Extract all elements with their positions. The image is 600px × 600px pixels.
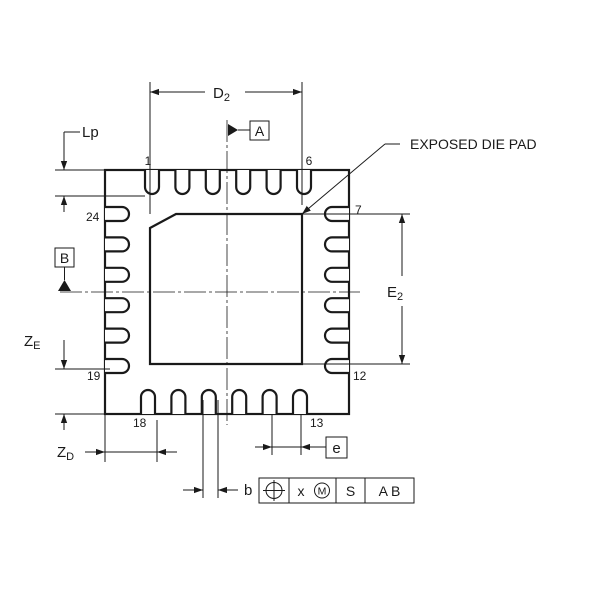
tolerance-frame: x M S A B <box>258 477 415 504</box>
datum-b-label: B <box>60 250 69 266</box>
pin-18-label: 18 <box>133 416 147 430</box>
lp-label: Lp <box>82 124 99 141</box>
lead-pin-21 <box>105 297 131 314</box>
tolerance-ab: A B <box>379 483 401 499</box>
pin-24-label: 24 <box>86 210 100 224</box>
lead-pin-15 <box>231 388 248 414</box>
ze-dimension: ZE <box>24 333 110 430</box>
svg-text:ZD: ZD <box>57 444 74 463</box>
svg-text:D2: D2 <box>213 85 230 104</box>
d2-label: D <box>213 85 224 102</box>
e-pitch-dimension: e <box>255 414 348 459</box>
lead-pin-16 <box>200 388 217 414</box>
datum-b-marker: B <box>54 247 75 291</box>
lead-pin-22 <box>105 266 131 283</box>
e2-subscript: 2 <box>397 291 403 303</box>
exposed-die-pad <box>148 212 304 366</box>
lead-pin-10 <box>323 297 349 314</box>
lead-pin-17 <box>170 388 187 414</box>
lead-pin-2 <box>174 170 191 196</box>
lead-pin-24 <box>105 205 131 223</box>
lead-pin-9 <box>323 266 349 283</box>
lead-pin-5 <box>265 170 282 196</box>
lead-pin-20 <box>105 327 131 344</box>
tolerance-x: x <box>298 483 305 499</box>
lead-pin-14 <box>261 388 278 414</box>
lead-pin-12 <box>323 357 349 375</box>
e2-label: E <box>387 284 397 301</box>
lead-pin-8 <box>323 236 349 253</box>
b-dimension: b <box>183 400 252 499</box>
exposed-die-pad-label: EXPOSED DIE PAD <box>410 136 537 152</box>
lead-group <box>105 170 349 414</box>
lead-pin-6 <box>295 170 313 196</box>
pin-13-label: 13 <box>310 416 324 430</box>
e2-dimension: E2 <box>302 213 410 365</box>
pin-numbers: 1 6 7 12 13 18 19 24 <box>86 154 367 430</box>
lead-pin-23 <box>105 236 131 253</box>
position-icon <box>263 480 285 501</box>
lead-pin-19 <box>105 357 131 375</box>
ze-label: Z <box>24 333 33 350</box>
mmc-circle-icon <box>314 482 330 499</box>
svg-text:ZE: ZE <box>24 333 41 352</box>
pin-6-label: 6 <box>306 154 313 168</box>
lead-pin-1 <box>143 170 161 196</box>
pin-19-label: 19 <box>87 369 101 383</box>
lead-pin-4 <box>235 170 252 196</box>
lead-pin-11 <box>323 327 349 344</box>
d2-dimension: D2 <box>149 82 303 214</box>
pin-12-label: 12 <box>353 369 367 383</box>
pin-1-label: 1 <box>145 154 152 168</box>
zd-label: Z <box>57 444 66 461</box>
tolerance-m: M <box>318 486 327 498</box>
d2-subscript: 2 <box>224 92 230 104</box>
lp-dimension: Lp <box>55 124 145 212</box>
zd-subscript: D <box>66 451 74 463</box>
lead-pin-18 <box>139 388 157 414</box>
lead-pin-13 <box>291 388 309 414</box>
zd-dimension: ZD <box>57 414 177 463</box>
lead-pin-3 <box>204 170 221 196</box>
b-label: b <box>244 482 252 499</box>
datum-a-label: A <box>255 123 265 139</box>
ze-subscript: E <box>33 340 40 352</box>
pin-7-label: 7 <box>355 203 362 217</box>
datum-a-marker: A <box>228 120 270 141</box>
svg-text:E2: E2 <box>387 284 403 303</box>
e-label: e <box>332 440 340 457</box>
tolerance-s: S <box>346 483 355 499</box>
exposed-die-pad-callout: EXPOSED DIE PAD <box>301 136 537 215</box>
